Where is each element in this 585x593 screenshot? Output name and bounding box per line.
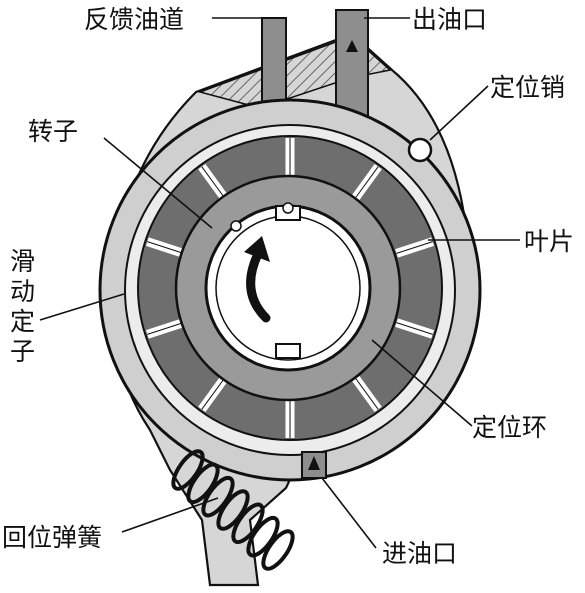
- feedback-channel-pipe: [261, 17, 287, 109]
- vane-edge: [147, 322, 184, 335]
- leader-oil-inlet: [321, 477, 377, 549]
- label-feedback-channel: 反馈油道: [84, 5, 184, 34]
- locating-ring-inner: [215, 215, 361, 361]
- vane-edge: [201, 166, 225, 198]
- label-oil-inlet: 进油口: [382, 539, 457, 568]
- spring-coil: [261, 529, 295, 571]
- label-sliding-stator-char: 子: [10, 337, 35, 366]
- label-locating-pin: 定位销: [490, 73, 565, 102]
- leader-return-spring: [121, 497, 219, 533]
- label-sliding-stator-char: 动: [10, 277, 35, 306]
- label-sliding-stator-char: 定: [10, 307, 35, 336]
- label-sliding-stator-char: 滑: [10, 247, 35, 276]
- vanes: [145, 138, 435, 438]
- vane-edge: [396, 241, 433, 254]
- label-sliding-stator: 滑动定子: [10, 247, 35, 366]
- vane-edge: [355, 378, 379, 410]
- outlet-arrow-icon: [346, 40, 358, 52]
- label-oil-outlet: 出油口: [412, 5, 487, 34]
- leader-sliding-stator: [39, 293, 125, 321]
- vane-edge: [396, 322, 433, 335]
- locating-pin: [407, 137, 433, 163]
- leader-locating-ring: [371, 339, 473, 427]
- rotor-hole-top: [282, 202, 294, 214]
- label-rotor: 转子: [28, 117, 78, 146]
- rotor-hole-left: [230, 220, 242, 232]
- label-return-spring: 回位弹簧: [2, 523, 102, 552]
- return-spring: [171, 449, 295, 571]
- keyway-bottom: [275, 343, 301, 359]
- rotation-arrow-head: [244, 236, 270, 262]
- leader-rotor: [103, 137, 213, 229]
- inlet-arrow-icon: [308, 456, 320, 470]
- label-vane: 叶片: [524, 227, 574, 256]
- label-locating-ring: 定位环: [472, 413, 547, 442]
- vane-edge: [147, 241, 184, 254]
- leader-locating-pin: [429, 85, 489, 141]
- rotation-arrow-icon: [246, 249, 271, 323]
- vane-edge: [355, 166, 379, 198]
- vane-edge: [201, 378, 225, 410]
